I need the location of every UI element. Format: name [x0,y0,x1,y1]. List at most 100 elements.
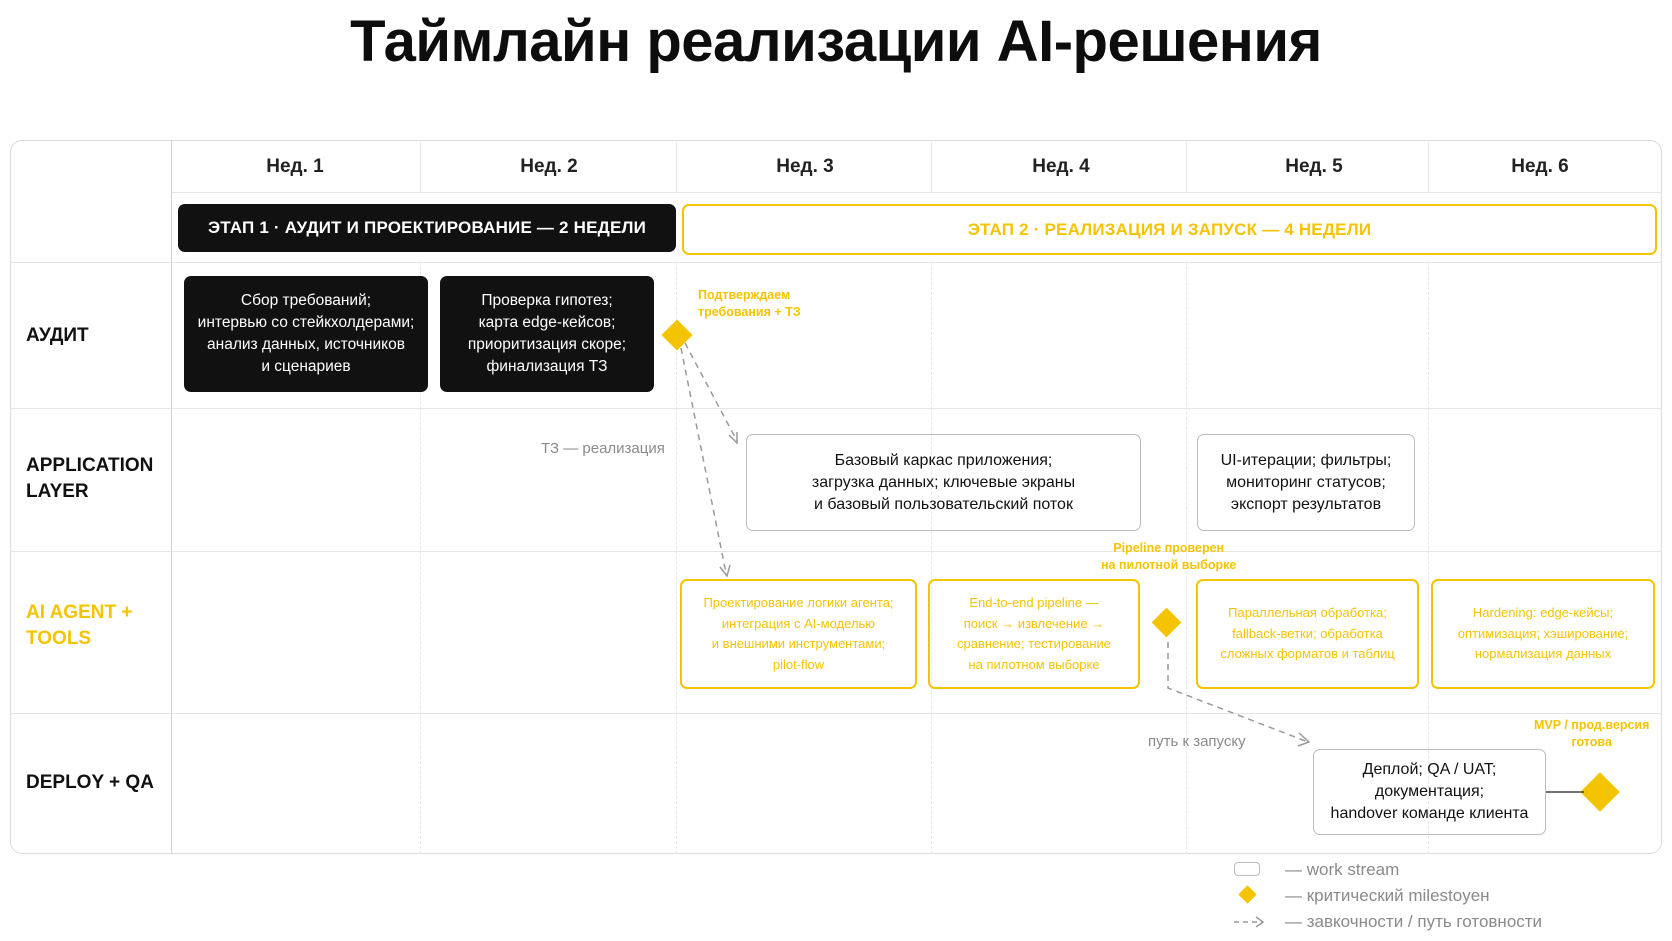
header-divider [172,192,1662,193]
task-line: финализация ТЗ [486,358,608,375]
task-line: и сценариев [261,358,351,375]
grid-line-week-3 [676,140,677,192]
row-label-application-line2: LAYER [26,481,89,502]
grid-line-week-4-body [931,262,932,854]
grid-line-week-6 [1428,140,1429,192]
task-line: приоритизация скоре; [467,336,627,353]
task-line: сравнение; тестирование [956,636,1112,651]
note-line: на пилотной выборке [1101,558,1237,572]
note-tz-to-implementation: ТЗ — реализация [541,440,665,457]
week-header-3: Нед. 3 [776,156,834,177]
task-line: экспорт результатов [1230,495,1382,513]
task-line: нормализация данных [1474,646,1612,662]
task-audit-requirements[interactable]: Сбор требований; интервью со стейкхолдер… [184,276,428,392]
legend-milestone: — критический milestoyeн [1285,886,1490,905]
task-line: и внешними инструментами; [711,636,886,651]
week-header-4: Нед. 4 [1032,156,1090,177]
arrow-milestone-to-app [684,342,738,442]
note-line: MVP / прод.версия [1534,718,1650,732]
task-line: и базовый пользовательский поток [814,495,1073,513]
week-header-5: Нед. 5 [1285,156,1343,177]
task-app-ui-iterations[interactable]: UI-итерации; фильтры; мониторинг статусо… [1197,434,1415,531]
task-deploy-qa[interactable]: Деплой; QA / UAT; документация; handover… [1313,749,1546,835]
task-line: Параллельная обработка; [1228,605,1387,621]
row-label-audit-text: АУДИТ [26,325,89,346]
phase-1-label: ЭТАП 1 · АУДИТ И ПРОЕКТИРОВАНИЕ — 2 НЕДЕ… [207,218,647,237]
task-line: на пилотном выборке [968,656,1100,672]
task-line: Hardening: edge-кейсы; [1472,605,1614,621]
grid-line-week-6-body [1428,262,1429,854]
task-line: UI-итерации; фильтры; [1220,451,1392,469]
task-line: Базовый каркас приложения; [834,451,1053,469]
task-line: pilot-flow [772,656,825,672]
phase-2-label: ЭТАП 2 · РЕАЛИЗАЦИЯ И ЗАПУСК — 4 НЕДЕЛИ [967,219,1372,239]
row-label-deploy-text: DEPLOY + QA [26,772,154,793]
row-label-ai-line2: TOOLS [26,628,92,649]
timeline-frame [10,140,1662,854]
task-line: оптимизация; хэширование; [1457,625,1629,641]
arrow-milestone-to-ai [680,347,727,574]
task-line: fallback-ветки; обработка [1232,625,1383,641]
task-line: Сбор требований; [240,292,372,309]
task-line: Проверка гипотез; [481,292,613,309]
task-line: Деплой; QA / UAT; [1362,761,1497,778]
milestone-note-pipeline: Pipeline проверен на пилотной выборке [1101,540,1236,574]
row-divider-ai [10,551,1662,552]
row-divider-audit [10,262,1662,263]
arrow-head [1297,732,1311,747]
task-audit-hypotheses[interactable]: Проверка гипотез; карта edge-кейсов; при… [440,276,654,392]
task-line: загрузка данных; ключевые экраны [811,473,1076,491]
row-divider-app [10,408,1662,409]
task-ai-parallel-processing[interactable]: Параллельная обработка; fallback-ветки; … [1196,579,1419,689]
task-line: карта edge-кейсов; [478,314,616,331]
task-line: поиск → извлечение → [963,615,1105,631]
task-line: интеграция с AI-моделью [721,615,876,631]
task-ai-agent-logic[interactable]: Проектирование логики агента; интеграция… [680,579,917,689]
row-divider-deploy [10,713,1662,714]
row-label-ai-line1: AI AGENT + [26,602,133,623]
task-line: сложных форматов и таблиц [1220,646,1395,662]
phase-2-bar: ЭТАП 2 · РЕАЛИЗАЦИЯ И ЗАПУСК — 4 НЕДЕЛИ [682,204,1657,255]
grid-line-week-5 [1186,140,1187,192]
arrow-head [719,564,731,578]
week-header-2: Нед. 2 [520,156,578,177]
task-line: Проектирование логики агента; [703,595,894,610]
note-line: Подтверждаем [698,288,791,302]
milestone-note-requirements: Подтверждаем требования + ТЗ [698,287,801,321]
row-label-audit: АУДИТ [26,323,89,349]
task-app-base-framework[interactable]: Базовый каркас приложения; загрузка данн… [746,434,1141,531]
arrow-pipeline-to-deploy [1167,642,1309,743]
milestone-note-mvp: MVP / прод.версия готова [1534,717,1649,751]
row-label-application-line1: APPLICATION [26,455,154,476]
legend-work-stream: — work stream [1285,860,1400,879]
row-label-application: APPLICATION LAYER [26,453,153,505]
task-line: анализ данных, источников [207,336,405,353]
row-label-deploy: DEPLOY + QA [26,770,154,796]
task-line: End-to-end pipeline — [969,595,1099,610]
note-line: готова [1571,735,1612,749]
page-title: Таймлайн реализации AI-решения [350,9,1322,74]
row-label-ai-agent: AI AGENT + TOOLS [26,600,132,652]
task-ai-e2e-pipeline[interactable]: End-to-end pipeline — поиск → извлечение… [928,579,1140,689]
arrow-head [728,432,738,445]
note-line: требования + ТЗ [698,305,801,319]
task-line: handover команде клиента [1330,805,1529,822]
week-header-6: Нед. 6 [1511,156,1569,177]
grid-line-week-2 [420,140,421,192]
note-path-to-launch: путь к запуску [1148,733,1246,750]
grid-line-week-3-body [676,262,677,854]
task-line: мониторинг статусов; [1226,473,1386,491]
label-column-divider [171,140,172,854]
task-ai-hardening[interactable]: Hardening: edge-кейсы; оптимизация; хэши… [1431,579,1655,689]
grid-line-week-4 [931,140,932,192]
phase-1-bar: ЭТАП 1 · АУДИТ И ПРОЕКТИРОВАНИЕ — 2 НЕДЕ… [178,204,676,252]
grid-line-week-5-body [1186,262,1187,854]
legend-work-stream-swatch [1234,862,1260,876]
legend-arrow-head [1255,916,1265,928]
note-line: Pipeline проверен [1113,541,1225,555]
week-header-1: Нед. 1 [266,156,324,177]
grid-line-week-2-body [420,262,421,854]
task-line: интервью со стейкхолдерами; [197,314,415,331]
task-line: документация; [1374,783,1485,800]
